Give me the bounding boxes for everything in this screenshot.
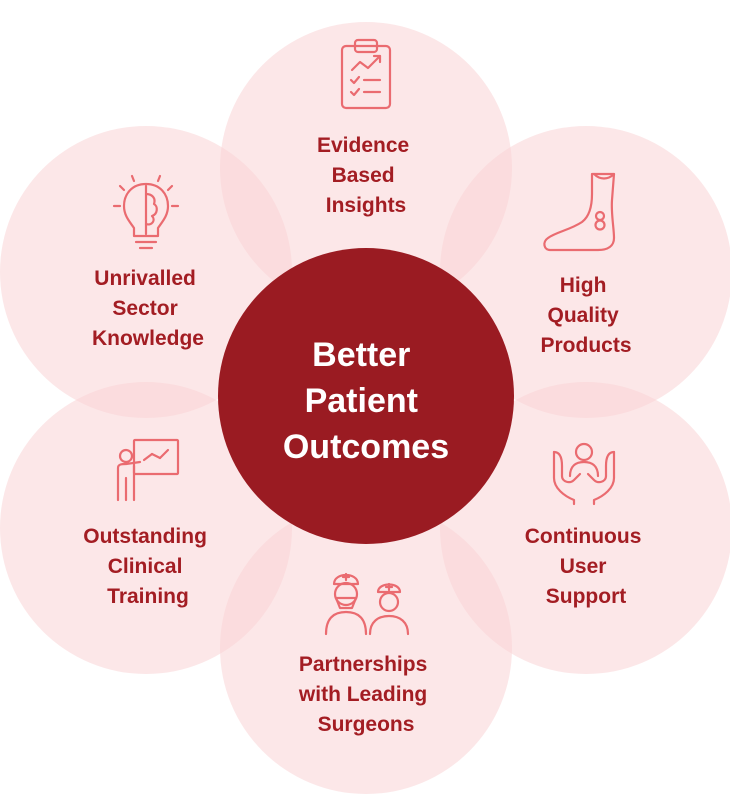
petal-label-support: Continuous User Support — [525, 525, 647, 608]
petal-label-knowledge: Unrivalled Sector Knowledge — [92, 267, 204, 350]
petal-surgeons — [220, 502, 512, 794]
petal-support — [440, 382, 730, 674]
petal-products — [440, 126, 730, 418]
petal-knowledge — [0, 126, 292, 418]
petal-label-training: Outstanding Clinical Training — [83, 525, 213, 608]
surgeons-icon — [324, 572, 410, 636]
petal-label-products: High Quality Products — [540, 274, 631, 357]
trainer-board-icon — [116, 438, 180, 502]
brain-lightbulb-icon — [112, 174, 180, 250]
petal-training — [0, 382, 292, 674]
petal-label-evidence: Evidence Based Insights — [317, 134, 415, 217]
foot-icon — [543, 172, 616, 252]
center-circle — [218, 248, 514, 544]
clipboard-chart-icon — [340, 38, 392, 110]
petal-label-surgeons: Partnerships with Leading Surgeons — [298, 653, 433, 736]
center-label: Better Patient Outcomes — [283, 336, 449, 466]
hands-support-icon — [552, 442, 616, 506]
petal-evidence — [220, 22, 512, 314]
